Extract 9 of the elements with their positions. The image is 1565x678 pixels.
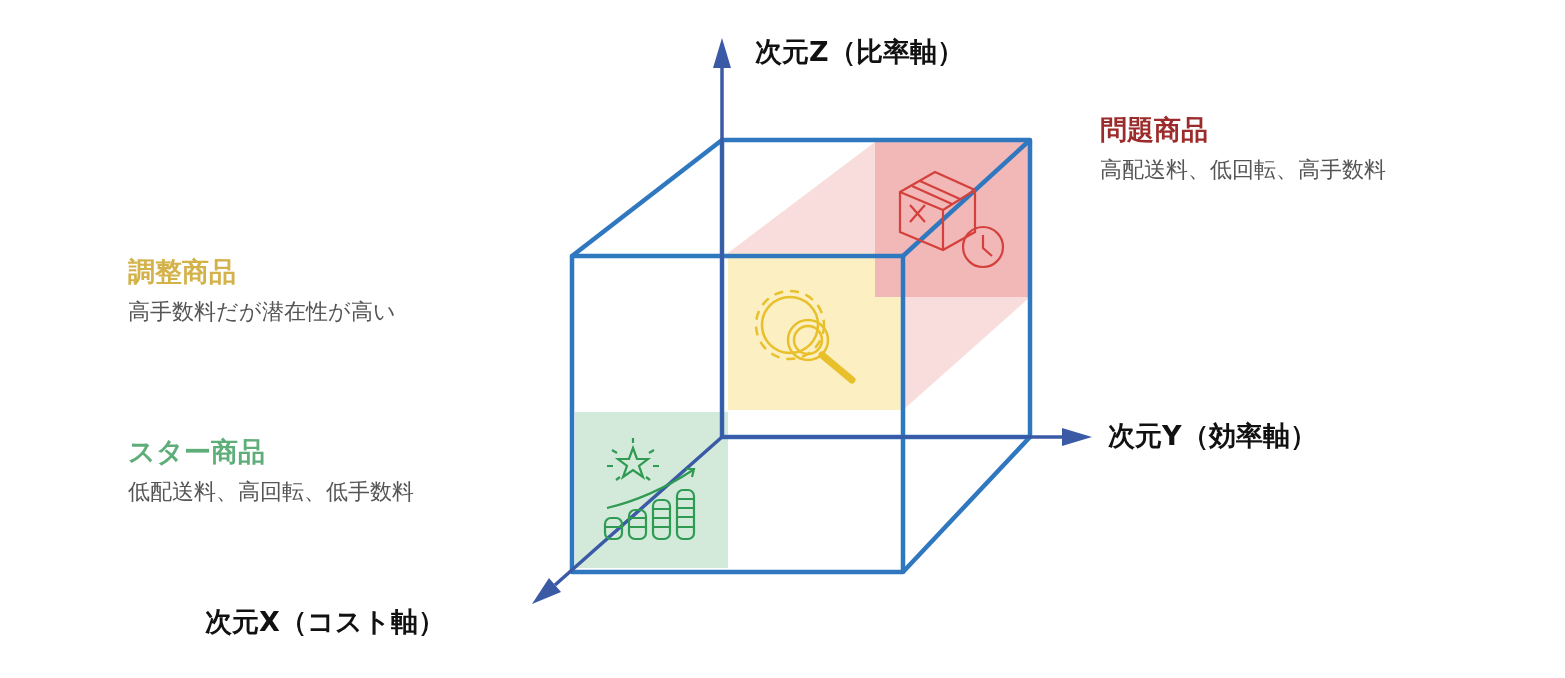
category-heading: 調整商品 [128, 256, 236, 289]
axis-label: 次元Y（効率軸） [1108, 420, 1317, 453]
category-heading: 問題商品 [1100, 114, 1208, 147]
category-description: 高配送料、低回転、高手数料 [1100, 157, 1386, 184]
category-description: 高手数料だが潜在性が高い [128, 299, 396, 326]
category-description: 低配送料、高回転、低手数料 [128, 479, 414, 506]
axis-label: 次元Z（比率軸） [755, 36, 964, 69]
axis-label: 次元X（コスト軸） [205, 606, 445, 639]
category-heading: スター商品 [128, 436, 265, 469]
